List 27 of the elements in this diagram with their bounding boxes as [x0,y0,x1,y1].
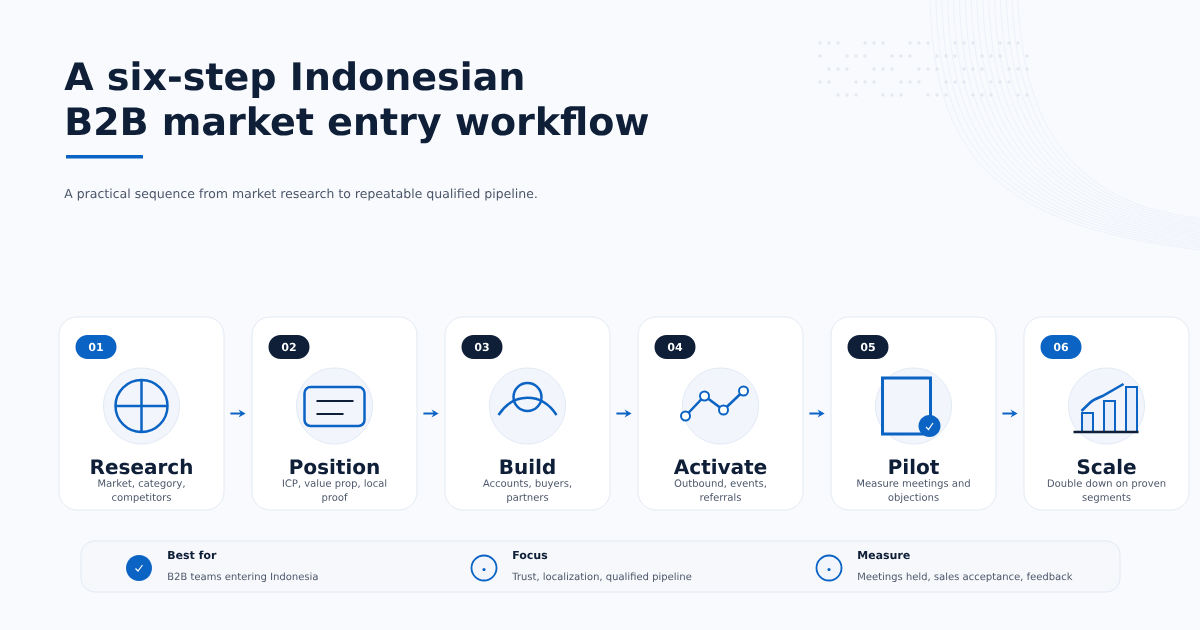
step-number: 05 [847,335,889,359]
step-title: Activate [673,458,767,475]
item-text: Trust, localization, qualified pipeline [512,572,692,583]
step-number: 01 [75,335,117,359]
step-title: Position [290,458,379,475]
item-text: B2B teams entering Indonesia [168,572,318,583]
item-heading: Best for [168,550,217,560]
step-title: Scale [1077,458,1136,475]
subtitle: A practical sequence from market research to repeatable qualified pipeline. [64,188,537,201]
item-heading: Measure [858,551,910,560]
step-description: Market, category, competitors [98,479,185,503]
step-description: Double down on proven segments [1047,479,1166,503]
step-title: Research [91,458,192,475]
title: A six-step Indonesian B2B market entry workflow [64,61,649,144]
step-description: Outbound, events, referrals [674,479,766,501]
summary-panel [80,540,1121,593]
item-heading: Focus [513,551,548,560]
step-number: 03 [461,335,503,359]
step-number: 04 [654,335,696,359]
step-description: Accounts, buyers, partners [483,479,572,503]
step-title: Pilot [889,458,939,475]
item-text: Meetings held, sales acceptance, feedback [858,572,1073,583]
step-description: ICP, value prop, local proof [282,479,387,503]
step-description: Measure meetings and objections [857,479,970,503]
step-number: 06 [1040,335,1082,359]
step-title: Build [500,458,555,475]
step-number: 02 [268,335,310,359]
